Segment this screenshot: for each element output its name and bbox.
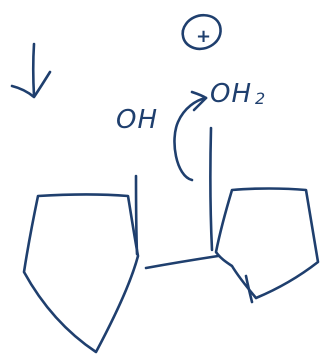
oxonium-subscript: 2	[255, 89, 265, 108]
circled-plus-icon: +	[181, 13, 222, 51]
curved-arrow-icon	[173, 90, 208, 182]
ring-ring-bond	[144, 254, 220, 270]
right-ring-edge	[244, 274, 254, 304]
c-o-bond-right	[209, 126, 214, 252]
oxonium-label: OH	[210, 79, 252, 109]
left-ring	[22, 193, 140, 354]
positive-charge-label: +	[196, 26, 211, 47]
hydroxyl-label: OH	[116, 105, 158, 135]
right-ring	[214, 187, 320, 300]
down-arrow-icon	[10, 42, 52, 99]
